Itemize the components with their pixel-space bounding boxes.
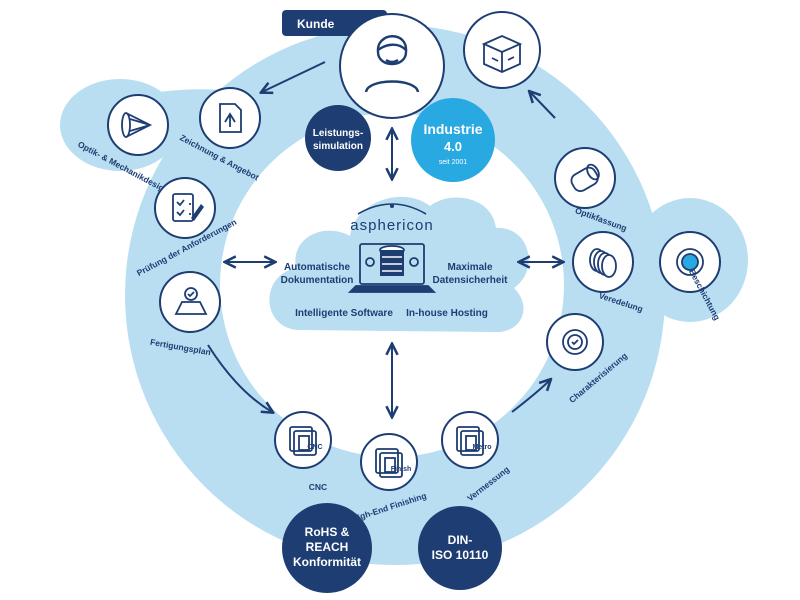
cloud-brand: asphericon [350, 217, 433, 234]
finishing-icon: Finish [375, 448, 412, 478]
cnc-icon: CNC [289, 426, 323, 456]
cloud-bottom-left: Intelligente Software [295, 308, 393, 319]
characterization-icon [562, 329, 588, 355]
badge-rohs-line-2: REACH [306, 540, 349, 554]
optics-design-icon [121, 112, 153, 138]
badge-industrie: Industrie 4.0 seit 2001 [411, 98, 495, 182]
drawing-icon [219, 103, 242, 133]
badge-leistungssimulation-line-1: Leistungs- [313, 128, 364, 139]
step-circle [463, 11, 541, 89]
server-laptop-icon [347, 243, 437, 293]
checklist-icon [172, 193, 204, 222]
process-step [463, 11, 541, 89]
step-circle [154, 177, 216, 239]
coating-icon [676, 248, 704, 276]
badge-din-line-1: DIN- [448, 533, 473, 547]
step-circle [554, 147, 616, 209]
package-icon [481, 35, 523, 73]
step-circle [360, 433, 418, 491]
step-circle [441, 411, 499, 469]
cloud-left-label-1: Automatische [284, 262, 351, 273]
badge-rohs-line-3: Konformität [293, 555, 361, 569]
customer-node: Kunde [282, 10, 445, 119]
cloud-right-label-1: Maximale [447, 262, 492, 273]
process-step: Veredelung [572, 231, 644, 314]
lens-stack-icon [589, 248, 617, 278]
cloud-content: asphericon Automatische Dokumentation Ma… [281, 203, 508, 319]
badge-industrie-version: 4.0 [444, 139, 462, 154]
step-circle [107, 94, 169, 156]
cloud-bottom-right: In-house Hosting [406, 308, 488, 319]
badge-rohs: RoHS & REACH Konformität [282, 503, 372, 593]
step-label: CNC [309, 482, 327, 492]
badge-rohs-line-1: RoHS & [305, 525, 350, 539]
lens-mount-icon [570, 163, 600, 192]
badge-leistungssimulation: Leistungs- simulation [305, 105, 371, 171]
production-plan-icon [174, 287, 208, 315]
metrology-icon: Metro [456, 426, 492, 456]
badge-din: DIN- ISO 10110 [418, 506, 502, 590]
customer-tag-label: Kunde [297, 17, 335, 31]
badge-din-line-2: ISO 10110 [432, 548, 489, 562]
process-step: CNC CNC [274, 411, 332, 492]
step-icon-tag: Metro [472, 444, 491, 451]
step-circle [274, 411, 332, 469]
badge-industrie-title: Industrie [423, 121, 482, 137]
cloud-right-label-2: Datensicherheit [432, 275, 508, 286]
cloud-left-label-2: Dokumentation [281, 275, 354, 286]
person-icon [364, 35, 420, 93]
step-icon-tag: Finish [391, 466, 412, 473]
badge-industrie-since: seit 2001 [439, 159, 468, 166]
flow-arrows [207, 61, 562, 416]
badge-leistungssimulation-line-2: simulation [313, 141, 363, 152]
step-icon-tag: CNC [307, 444, 322, 451]
